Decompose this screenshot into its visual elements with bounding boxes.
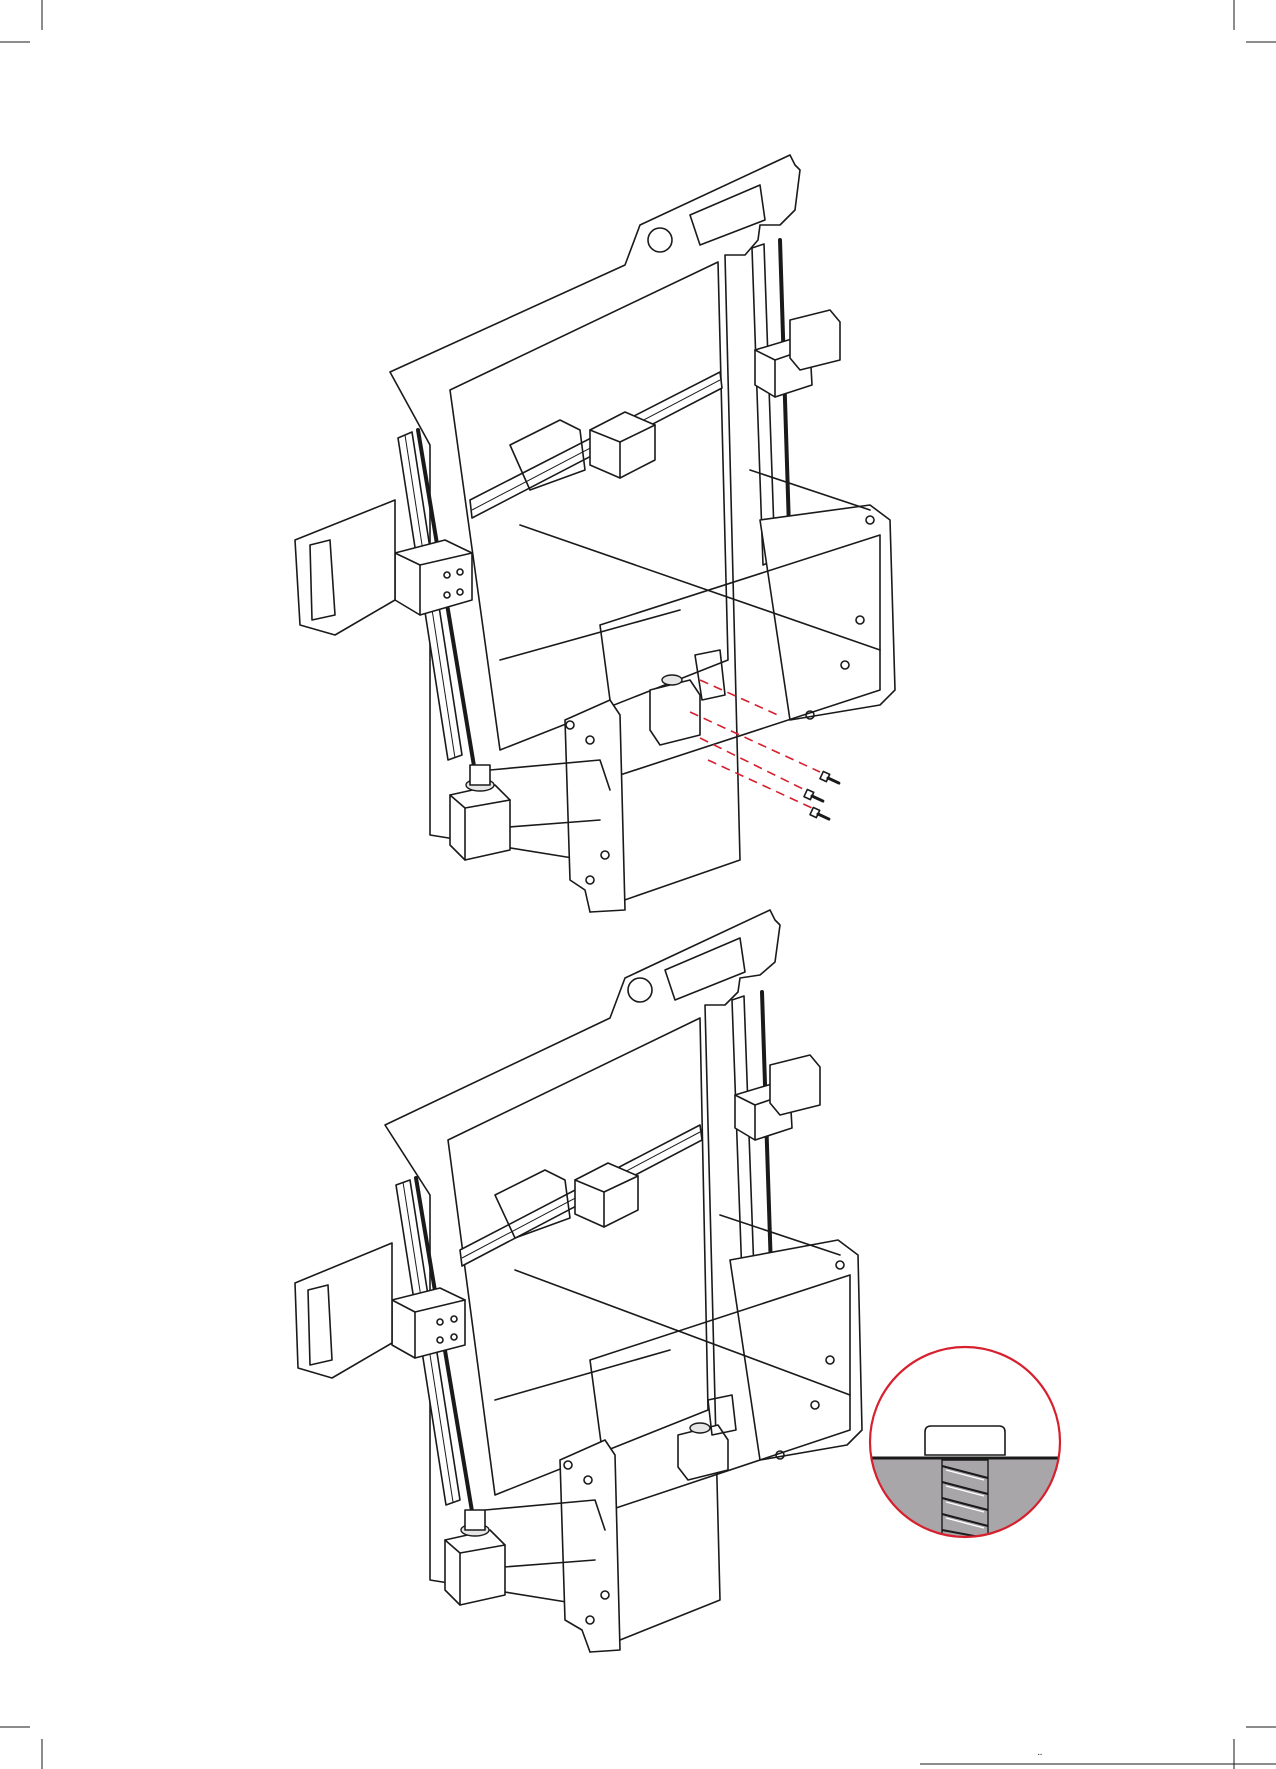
printer-frame-exploded-view — [295, 155, 895, 912]
screw-thread — [942, 1460, 988, 1538]
printer-frame-assembled-view — [295, 910, 862, 1652]
screw — [804, 789, 825, 804]
screw-head — [925, 1426, 1005, 1455]
screw — [820, 771, 841, 786]
screw — [810, 807, 831, 822]
footer-mark: ¨ — [1038, 1751, 1042, 1765]
screws — [804, 771, 841, 822]
screw-depth-detail — [860, 1347, 1070, 1558]
